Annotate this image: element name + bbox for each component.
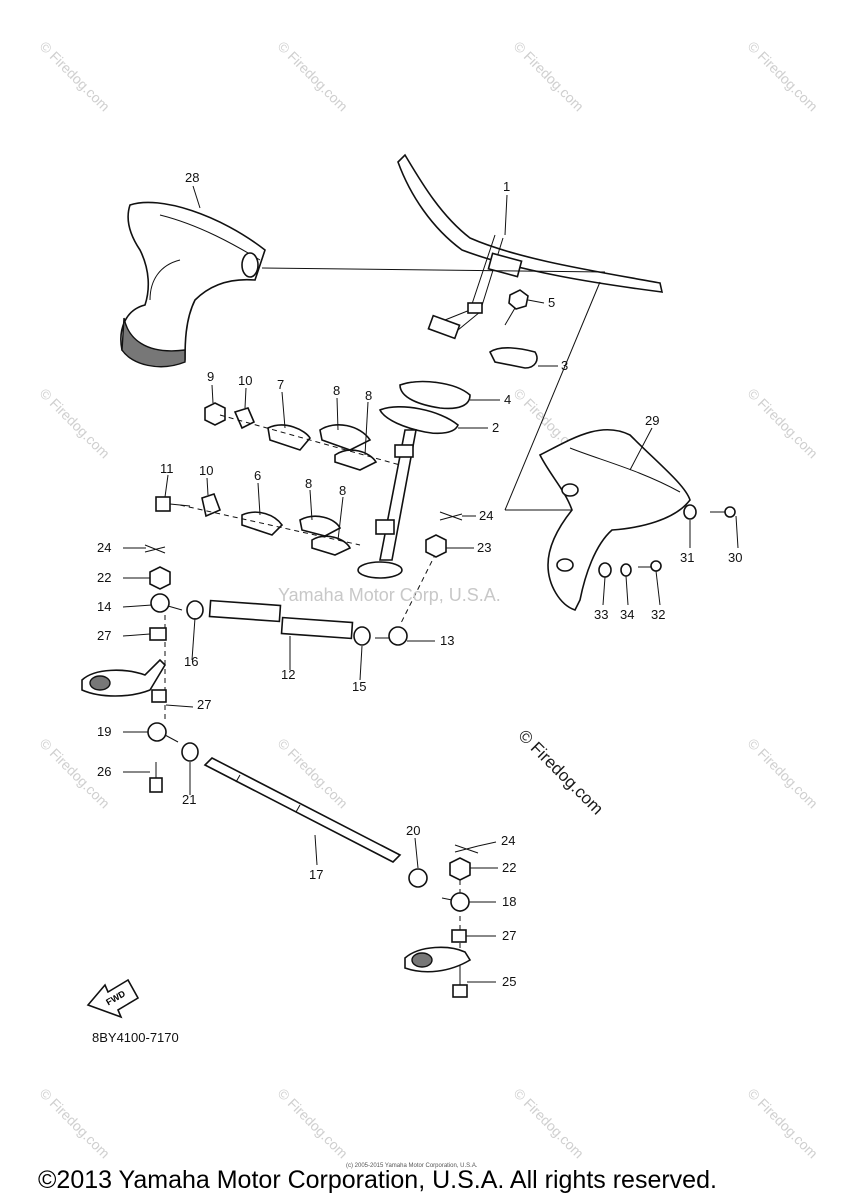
nut-9-part: [204, 402, 226, 426]
column-cover-part: [538, 428, 691, 611]
diagram-part-code: 8BY4100-7170: [92, 1030, 179, 1045]
nut-16-part: [186, 600, 204, 620]
callout-9: 9: [207, 369, 215, 384]
callout-8-c: 8: [305, 476, 313, 491]
nut-22-left-part: [149, 566, 171, 590]
callout-22-lower: 22: [502, 860, 517, 875]
callout-33: 33: [594, 607, 609, 622]
grommet-33-part: [598, 562, 612, 578]
bolt-11-part: [155, 496, 191, 512]
callout-11: 11: [160, 461, 174, 476]
fwd-arrow-icon: FWD: [86, 978, 140, 1019]
callout-24-upper: 24: [479, 508, 494, 523]
steering-handle-part: [397, 153, 664, 340]
callout-12: 12: [281, 667, 296, 682]
callout-27-middle: 27: [197, 697, 212, 712]
callout-1: 1: [503, 179, 511, 194]
holder-2-part: [378, 406, 459, 435]
link-arm-lower-part: [404, 946, 472, 973]
ball-joint-14-part: [150, 593, 183, 613]
callout-19: 19: [97, 724, 112, 739]
callout-31: 31: [680, 550, 695, 565]
ball-joint-13-part: [375, 626, 408, 646]
nut-20-part: [408, 868, 428, 888]
callout-25: 25: [502, 974, 517, 989]
bolt-25-part: [452, 965, 468, 998]
callout-24-lower: 24: [501, 833, 516, 848]
callout-17: 17: [309, 867, 324, 882]
plate-10-lower-part: [201, 492, 222, 518]
callout-leaders: [122, 185, 739, 983]
callout-20: 20: [406, 823, 421, 838]
ball-joint-19-part: [147, 722, 179, 743]
yamaha-watermark: Yamaha Motor Corp, U.S.A.: [278, 585, 501, 605]
callout-8-d: 8: [339, 483, 347, 498]
callout-5: 5: [548, 295, 556, 310]
screw-30-part: [710, 506, 736, 518]
callout-7: 7: [277, 377, 285, 392]
holder-4-part: [399, 380, 471, 410]
screw-32-part: [638, 560, 662, 572]
copyright-notice: ©2013 Yamaha Motor Corporation, U.S.A. A…: [38, 1166, 717, 1194]
bushing-8-lower-part: [299, 515, 352, 556]
callout-28: 28: [185, 170, 200, 185]
ball-joint-18-part: [441, 892, 470, 912]
callout-34: 34: [620, 607, 635, 622]
callout-32: 32: [651, 607, 666, 622]
callout-8-b: 8: [365, 388, 373, 403]
callout-26: 26: [97, 764, 112, 779]
rod-17-part: [203, 757, 402, 863]
pin-24-lower-part: [454, 844, 479, 854]
callout-24-left: 24: [97, 540, 112, 555]
footer-small-text: (c) 2005-2015 Yamaha Motor Corporation, …: [346, 1163, 478, 1169]
grip-cover-part: [120, 201, 266, 368]
steering-column-part: [357, 429, 417, 579]
bolt-5-part: [504, 289, 529, 326]
callout-13: 13: [440, 633, 455, 648]
callout-27-upper: 27: [97, 628, 112, 643]
callout-22-left: 22: [97, 570, 112, 585]
bushing-8-upper-part: [319, 424, 378, 471]
clamp-3-part: [488, 347, 538, 369]
callout-4: 4: [504, 392, 512, 407]
callout-6: 6: [254, 468, 262, 483]
callout-14: 14: [97, 599, 112, 614]
callout-27-lower: 27: [502, 928, 517, 943]
callout-18: 18: [502, 894, 517, 909]
callout-10-upper: 10: [238, 373, 253, 388]
plate-10-upper-part: [233, 407, 256, 430]
bolt-26-part: [149, 762, 163, 793]
nut-15-part: [353, 626, 371, 646]
washer-31-part: [683, 504, 697, 520]
clamp-7-part: [267, 424, 311, 451]
link-arm-part: [81, 658, 167, 697]
callout-30: 30: [728, 550, 743, 565]
washer-34-part: [620, 563, 632, 577]
callout-2: 2: [492, 420, 500, 435]
collar-27-lower-part: [151, 689, 167, 703]
callout-29: 29: [645, 413, 660, 428]
callout-23: 23: [477, 540, 492, 555]
pin-24-left-part: [144, 544, 166, 554]
nut-23-part: [425, 534, 447, 558]
callout-21: 21: [182, 792, 197, 807]
collar-27-upper-part: [149, 627, 167, 641]
collar-27-bottom-part: [451, 929, 467, 943]
callout-16: 16: [184, 654, 199, 669]
callout-15: 15: [352, 679, 367, 694]
callout-8-a: 8: [333, 383, 341, 398]
nut-22-lower-part: [449, 857, 471, 881]
nut-21-part: [181, 742, 199, 762]
callout-3: 3: [561, 358, 569, 373]
pin-24-upper-part: [439, 511, 463, 521]
callout-10-lower: 10: [199, 463, 214, 478]
rod-12-part: [208, 599, 354, 640]
